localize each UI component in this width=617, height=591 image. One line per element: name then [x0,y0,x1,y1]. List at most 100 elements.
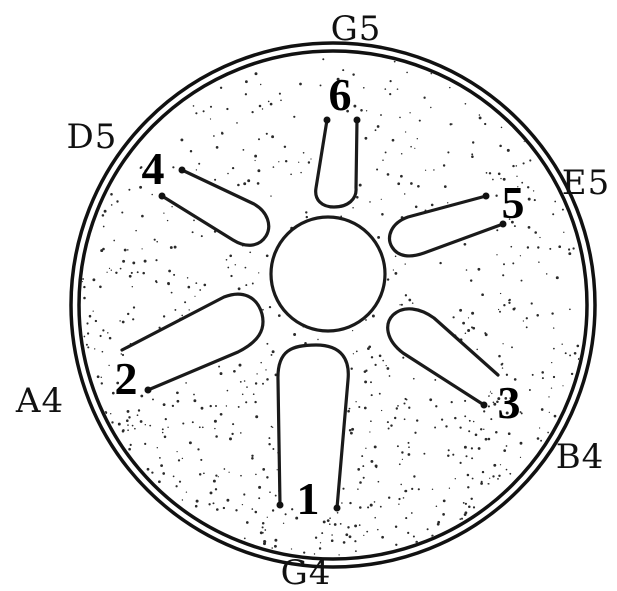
stipple-dot [397,182,400,185]
stipple-dot [255,72,258,75]
stipple-dot [220,372,223,375]
stipple-dot [401,304,403,306]
note-label-3: B4 [556,437,605,477]
stipple-dot [466,269,468,271]
tongue-2[interactable] [122,294,263,393]
stipple-dot [278,314,281,317]
stipple-dot [354,540,356,542]
stipple-dot [111,421,113,423]
stipple-dot [380,506,382,508]
stipple-dot [92,278,95,281]
stipple-dot [177,400,180,403]
stipple-dot [226,259,228,261]
stipple-dot [503,263,505,265]
stipple-dot [425,170,426,171]
stipple-dot [320,84,322,86]
stipple-dot [341,502,343,504]
stipple-dot [455,478,456,479]
stipple-dot [268,443,270,445]
stipple-dot [467,329,470,332]
stipple-dot [386,365,387,366]
tongue-6[interactable] [316,117,361,208]
stipple-dot [423,453,425,455]
stipple-dot [551,387,552,388]
stipple-dot [549,248,551,250]
stipple-dot [506,374,508,376]
stipple-dot [362,465,364,467]
stipple-dot [291,508,293,510]
stipple-dot [387,278,389,280]
stipple-dot [262,522,265,525]
stipple-dot [506,445,508,447]
stipple-dot [405,131,406,132]
stipple-dot [235,509,237,511]
note-label-5: E5 [562,163,610,203]
stipple-dot [108,365,109,366]
note-label-4: D5 [67,117,118,157]
stipple-dot [203,284,206,287]
stipple-dot [498,309,499,310]
stipple-dot [461,518,463,520]
stipple-dot [541,371,544,374]
stipple-dot [389,93,391,95]
stipple-dot [471,155,474,158]
stipple-dot [563,232,564,233]
stipple-dot [370,381,372,383]
stipple-dot [365,319,367,321]
stipple-dot [127,429,129,431]
stipple-dot [443,500,446,503]
tongue-4[interactable] [159,167,269,246]
stipple-dot [477,268,480,271]
stipple-dot [493,403,496,406]
stipple-dot [520,457,521,458]
stipple-dot [408,407,410,409]
tongue-number-3: 3 [498,377,521,428]
stipple-dot [271,426,273,428]
stipple-dot [210,106,212,108]
stipple-dot [170,246,173,249]
stipple-dot [538,261,540,263]
stipple-dot [520,442,523,445]
stipple-dot [395,544,397,546]
stipple-dot [465,333,467,335]
stipple-dot [200,459,202,461]
stipple-dot [182,499,183,500]
stipple-dot [381,199,382,200]
stipple-dot [162,428,164,430]
stipple-dot [388,497,390,499]
stipple-dot [472,141,474,143]
stipple-dot [523,320,524,321]
stipple-dot [369,201,371,203]
stipple-dot [109,337,112,340]
tongue-3[interactable] [388,309,498,409]
stipple-dot [270,103,273,106]
stipple-dot [502,274,504,276]
stipple-dot [345,533,348,536]
stipple-dot [128,416,130,418]
stipple-dot [182,458,183,459]
stipple-dot [83,286,85,288]
stipple-dot [389,375,391,377]
stipple-dot [347,526,349,528]
stipple-dot [507,149,510,152]
stipple-dot [128,189,130,191]
stipple-dot [465,455,467,457]
stipple-dot [113,240,115,242]
stipple-dot [508,300,510,302]
tongue-5[interactable] [390,193,507,256]
stipple-dot [218,366,220,368]
stipple-dot [387,421,389,423]
stipple-dot [214,179,216,181]
stipple-dot [175,485,177,487]
stipple-dot [271,547,273,549]
stipple-dot [137,414,139,416]
stipple-dot [400,484,402,486]
stipple-dot [246,386,248,388]
stipple-dot [255,511,258,514]
stipple-dot [214,420,217,423]
stipple-dot [306,216,308,218]
stipple-dot [342,488,344,490]
stipple-dot [381,213,384,216]
stipple-dot [226,108,228,110]
stipple-dot [329,523,331,525]
